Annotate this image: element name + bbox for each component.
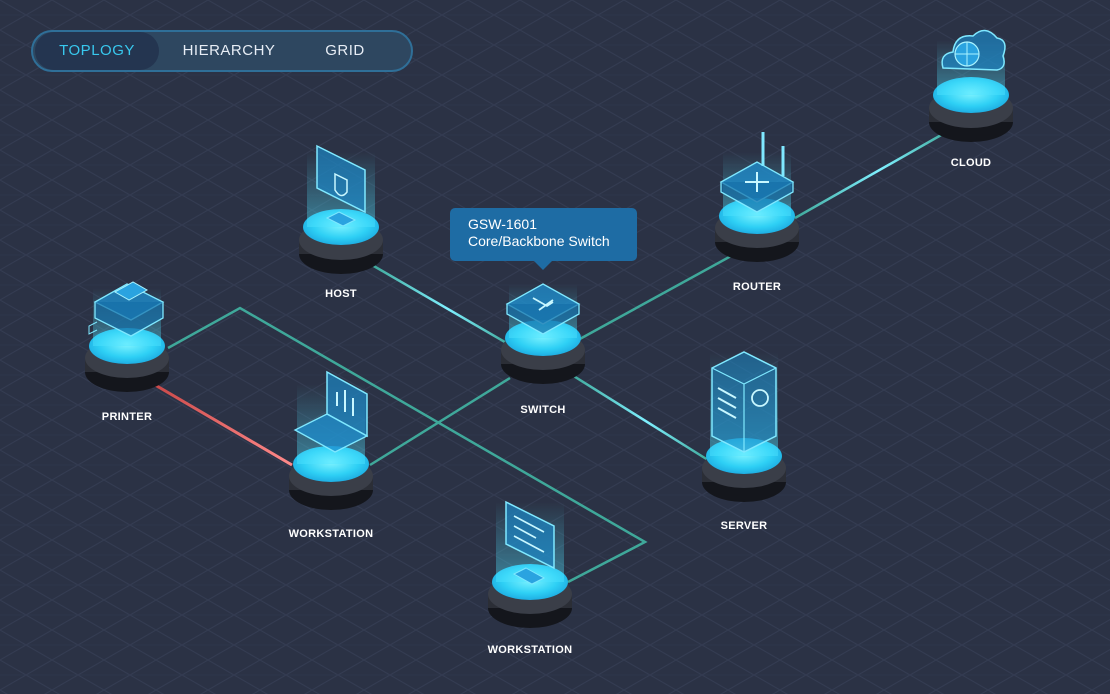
shield-monitor-icon (316, 144, 366, 227)
link-switch-workstation[interactable] (369, 376, 511, 467)
node-label-workstation-left: WORKSTATION (288, 528, 374, 540)
link-printer-workstation-alert[interactable] (149, 380, 293, 467)
node-label-router: ROUTER (732, 281, 782, 293)
router-icon (719, 132, 795, 213)
tab-hierarchy[interactable]: HIERARCHY (182, 42, 276, 59)
node-label-workstation-bottom: WORKSTATION (487, 644, 573, 656)
node-label-printer: PRINTER (101, 411, 153, 423)
view-mode-tabs: TOPLOGY HIERARCHY GRID (31, 30, 413, 72)
link-router-cloud[interactable] (794, 128, 951, 220)
node-label-host: HOST (325, 288, 357, 300)
link-switch-router[interactable] (577, 248, 743, 342)
node-host[interactable] (299, 144, 383, 274)
link-printer-workstation-bottom[interactable] (167, 306, 648, 584)
laptop-icon (293, 370, 369, 453)
node-server[interactable] (702, 351, 786, 502)
switch-tooltip: GSW-1601 Core/Backbone Switch (450, 208, 637, 270)
node-label-server: SERVER (720, 520, 768, 532)
server-icon (711, 351, 777, 453)
tooltip-device-role: Core/Backbone Switch (468, 233, 610, 249)
cloud-icon (941, 29, 1006, 71)
node-printer[interactable] (85, 281, 169, 392)
links (149, 128, 951, 584)
tab-grid[interactable]: GRID (325, 42, 365, 59)
link-switch-server[interactable] (571, 373, 709, 462)
node-cloud[interactable] (929, 29, 1013, 142)
node-router[interactable] (715, 132, 799, 262)
tooltip-device-model: GSW-1601 (468, 216, 537, 232)
node-switch[interactable] (501, 283, 585, 384)
node-label-switch: SWITCH (520, 404, 566, 416)
link-host-switch[interactable] (371, 263, 511, 347)
switch-icon (505, 283, 581, 335)
printer-icon (88, 281, 165, 337)
node-workstation-bottom[interactable] (488, 500, 572, 628)
node-workstation-left[interactable] (289, 370, 373, 510)
tab-topology[interactable]: TOPLOGY (35, 32, 159, 70)
node-label-cloud: CLOUD (950, 157, 992, 169)
monitor-icon (505, 500, 555, 585)
